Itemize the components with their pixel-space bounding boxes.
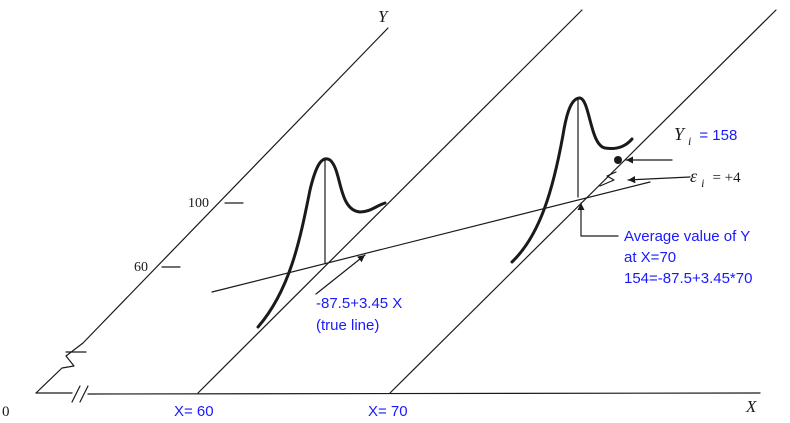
regression-equation-label: -87.5+3.45 X [316,295,402,312]
x-marker-70: X= 70 [368,403,408,420]
regression-line [211,181,651,293]
error-brace [599,171,617,187]
y-axis-line [35,27,389,394]
observation-value: = 158 [699,127,737,144]
average-arrow [577,202,619,237]
observation-subscript: i [688,134,691,148]
error-arrow [627,176,691,184]
x-marker-60: X= 60 [174,403,214,420]
observation-label: Y i = 158 [674,124,737,149]
x-axis-label: X [745,397,757,416]
observation-point [614,156,622,164]
observation-symbol: Y [674,124,686,144]
error-subscript: i [701,176,704,190]
error-label: ε i = +4 [690,166,741,191]
y-tick-label-100: 100 [188,196,209,211]
regression-note-label: (true line) [316,317,379,334]
error-value: = +4 [712,170,741,186]
average-label-line1: Average value of Y [624,228,750,245]
y-tick-label-60: 60 [134,260,148,275]
distribution-curve-x60 [256,157,387,329]
origin-label: 0 [2,404,10,420]
x-axis-line-right [87,392,761,395]
error-symbol: ε [690,166,698,186]
x-axis-break-mark [71,385,89,403]
average-label-line2: at X=70 [624,249,676,266]
equation-arrow [315,254,366,295]
y-axis-label: Y [378,7,389,26]
guide-line-x60 [197,9,583,394]
average-label-line3: 154=-87.5+3.45*70 [624,270,752,287]
guide-line-x70 [389,9,777,394]
